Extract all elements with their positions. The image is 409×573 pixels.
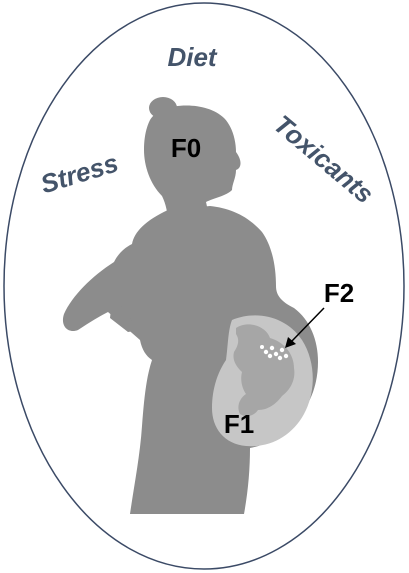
label-f0: F0 <box>171 133 201 163</box>
label-f2: F2 <box>324 278 354 308</box>
label-toxicants: Toxicants <box>268 109 380 209</box>
label-diet: Diet <box>167 42 217 72</box>
label-stress: Stress <box>37 147 122 199</box>
label-f1: F1 <box>224 409 254 439</box>
